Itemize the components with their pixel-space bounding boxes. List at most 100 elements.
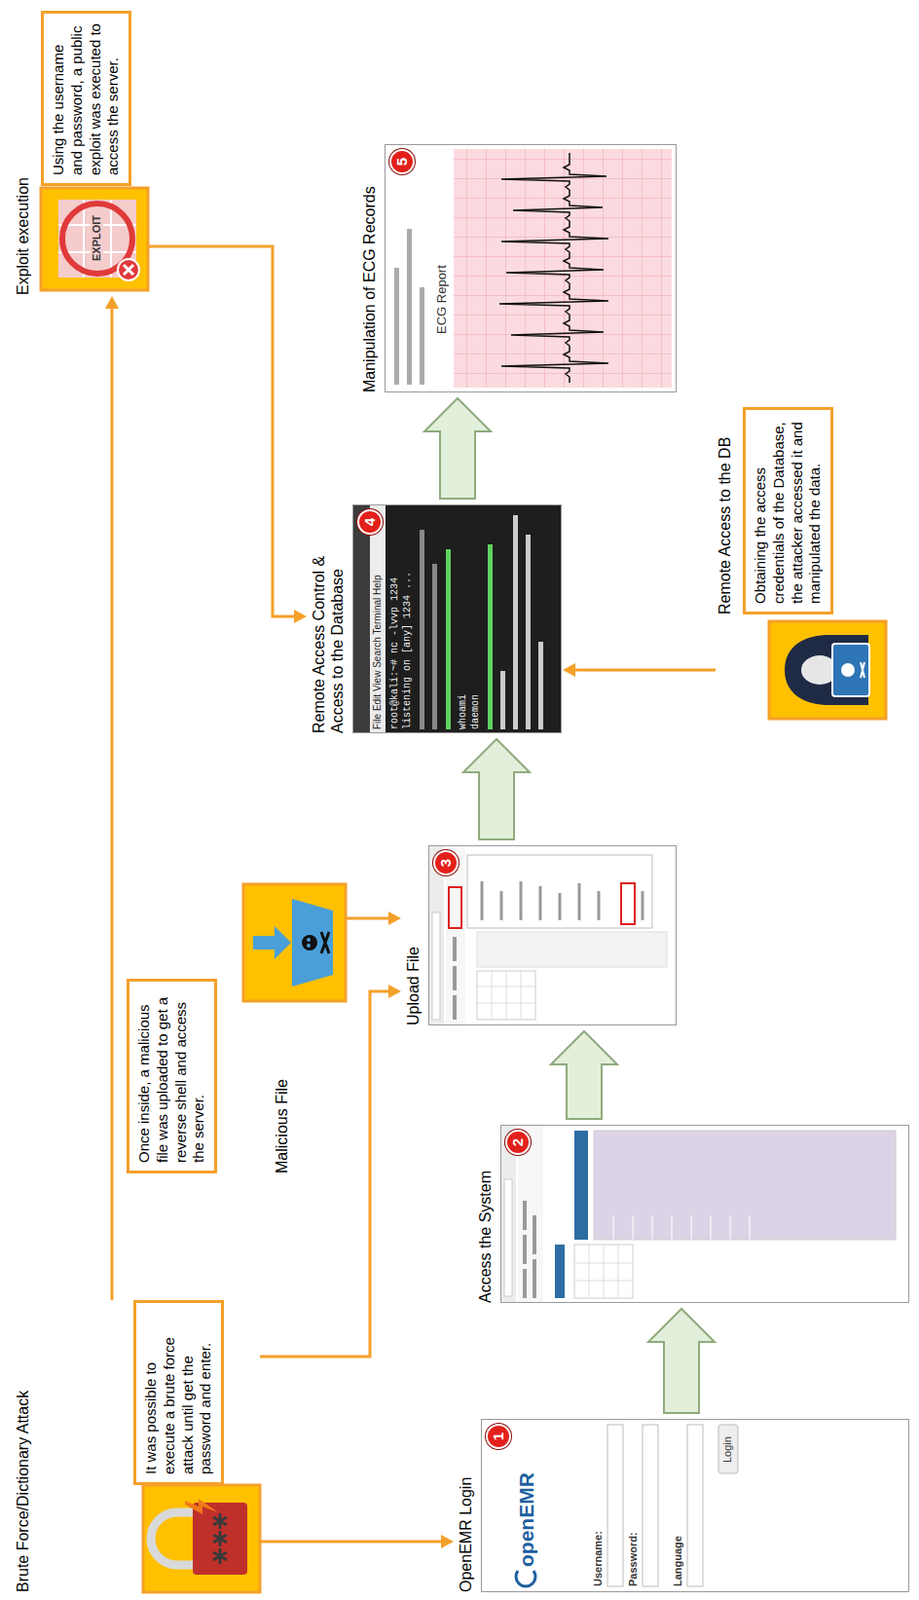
step-node: Remote Access Control & Access to the Da… — [309, 504, 562, 734]
screenshot-frame: 4 — [352, 504, 562, 734]
illustration-part — [453, 148, 672, 388]
illustration-part — [452, 965, 457, 991]
flow-arrow — [648, 1308, 715, 1413]
illustration-part — [522, 1200, 527, 1230]
illustration-part — [58, 199, 137, 278]
illustration-part — [369, 504, 386, 734]
illustration-part — [487, 544, 493, 730]
step-node: Manipulation of ECG Records 5 — [360, 144, 677, 393]
attack-callout: Malicious FileOnce inside, a malicious f… — [126, 881, 346, 1174]
illustration-part — [394, 267, 400, 385]
illustration-part — [613, 1214, 750, 1240]
illustration-part — [306, 943, 311, 948]
illustration-part — [477, 970, 536, 1020]
illustration-part — [253, 925, 292, 959]
illustration-part — [143, 1484, 260, 1592]
terminal-line: listening on [any] 1234 ... — [402, 571, 414, 730]
step-heading: Upload File — [404, 845, 423, 1026]
illustration-part — [419, 529, 425, 730]
flow-arrow-shape — [551, 1030, 618, 1119]
illustration-part — [432, 563, 438, 730]
arrowhead — [294, 609, 307, 624]
illustration-part — [123, 264, 134, 275]
callout-number: 2 — [507, 1131, 529, 1153]
illustration-part — [321, 931, 330, 954]
illustration-part — [832, 643, 870, 697]
illustration-part — [574, 1244, 633, 1298]
step-number: 5 — [389, 148, 415, 175]
ecg-screenshot — [384, 144, 677, 393]
terminal-screenshot — [352, 504, 562, 734]
illustration-part — [150, 1511, 195, 1565]
callout-text: Using the username and password, a publi… — [40, 10, 132, 186]
step-heading: Access the System — [476, 1124, 495, 1303]
illustration-part — [574, 1244, 633, 1298]
attack-connector — [562, 662, 716, 677]
illustration-part — [352, 504, 370, 734]
connector-line — [259, 1540, 443, 1544]
step-heading: Manipulation of ECG Records — [360, 144, 379, 393]
attack-callout: Exploit execution Using the username and … — [13, 10, 148, 295]
screenshot-frame: 3 — [428, 845, 677, 1026]
illustration-part — [718, 1424, 738, 1473]
flow-arrow-shape — [648, 1308, 715, 1413]
menu-bar-text: File Edit View Search Terminal Help — [371, 574, 384, 730]
icon-label: EXPLOIT — [90, 213, 104, 263]
illustration-part — [784, 634, 869, 705]
illustration-part — [841, 662, 855, 677]
illustration-part — [452, 994, 457, 1020]
connector-line — [573, 668, 716, 672]
illustration-part — [480, 1418, 910, 1592]
screenshot-frame: 2 — [500, 1124, 910, 1303]
step-heading: OpenEMR Login — [456, 1418, 476, 1592]
connector-line — [147, 246, 296, 617]
illustration-part — [243, 883, 346, 1001]
callout-number: 4 — [359, 511, 381, 533]
terminal-line: whoami — [457, 694, 470, 730]
callout-text: It was possible to execute a brute force… — [133, 1299, 224, 1485]
illustration-part — [385, 504, 562, 734]
illustration-part — [306, 937, 311, 942]
illustration-part — [477, 970, 536, 1020]
callout-number: 3 — [435, 851, 457, 874]
illustration-part — [292, 898, 333, 987]
callout-heading: Exploit execution — [13, 100, 33, 295]
attack-connector — [259, 984, 402, 1357]
illustration-part — [500, 670, 506, 730]
illustration-part — [513, 514, 518, 730]
malicious-file-icon — [243, 883, 346, 1001]
illustration-part — [432, 912, 441, 1020]
login-screenshot — [480, 1418, 910, 1592]
callout-heading: Remote Access to the DB — [715, 406, 735, 615]
arrowhead — [562, 662, 576, 677]
illustration-part — [607, 1424, 624, 1586]
flow-arrow — [463, 738, 530, 840]
report-title: ECG Report — [434, 264, 450, 334]
illustration-part — [554, 1244, 565, 1298]
illustration-part — [419, 287, 425, 385]
flow-arrow-shape — [424, 398, 491, 499]
illustration-part — [522, 1234, 527, 1264]
illustration-part — [481, 881, 643, 920]
step-node: Upload File 3 — [404, 845, 677, 1026]
connector-line — [259, 991, 391, 1357]
illustration-part — [538, 641, 544, 730]
step-number: 2 — [505, 1129, 531, 1155]
illustration-part — [574, 1130, 589, 1240]
terminal-line: root@kali:~# nc -lvvp 1234 — [389, 577, 402, 730]
illustration-part — [117, 258, 140, 281]
illustration-part — [184, 1498, 219, 1514]
illustration-part — [452, 936, 457, 961]
callout-heading: Brute Force/Dictionary Attack — [13, 1299, 33, 1592]
connector-line — [110, 306, 114, 1300]
upload-screenshot — [428, 845, 677, 1026]
exploit-icon — [40, 187, 148, 291]
illustration-part — [428, 845, 677, 1026]
illustration-part — [40, 187, 148, 291]
attack-callout: Brute Force/Dictionary Attack It was poss… — [13, 1299, 260, 1592]
illustration-part — [642, 1424, 659, 1586]
form-label: Language — [671, 1535, 685, 1586]
illustration-part — [687, 1424, 703, 1586]
illustration-part — [467, 854, 653, 928]
illustration-part — [621, 882, 635, 924]
